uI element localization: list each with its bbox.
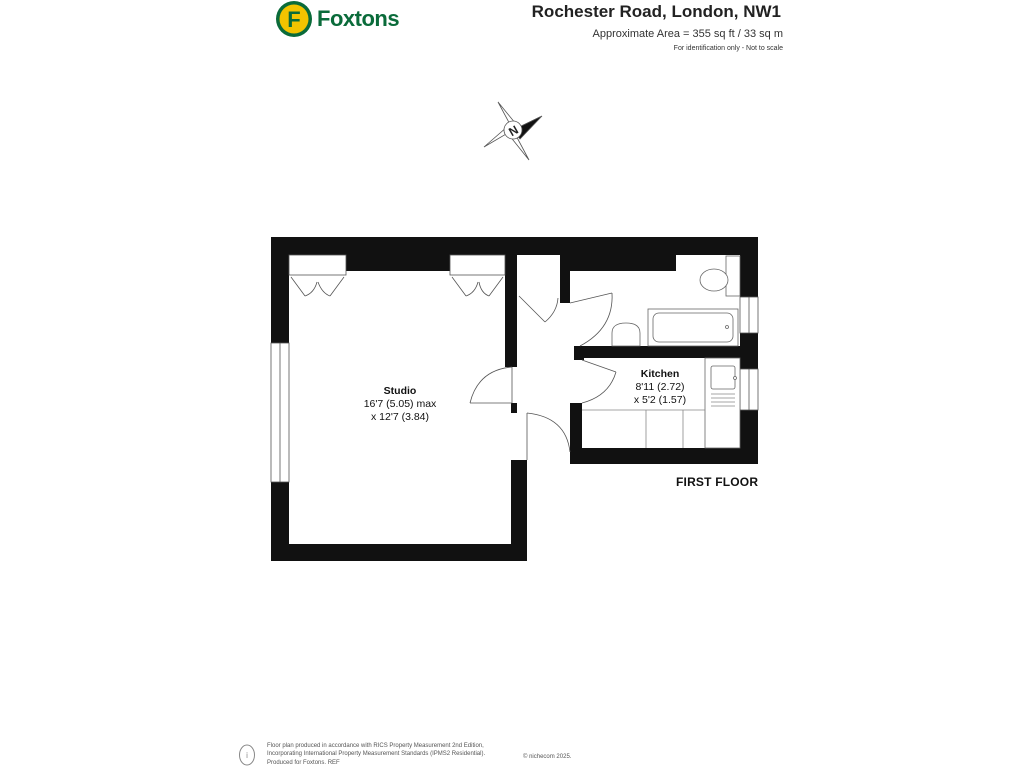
floor-label: FIRST FLOOR: [676, 475, 759, 489]
ipms-icon: i: [239, 744, 255, 766]
compass-icon: N: [483, 101, 543, 161]
foxtons-logo: F Foxtons: [275, 0, 405, 40]
room-dimension: x 5'2 (1.57): [633, 394, 687, 406]
kitchen-sink: [710, 365, 736, 390]
footer-line: Produced for Foxtons. REF: [267, 759, 340, 766]
approximate-area: Approximate Area = 355 sq ft / 33 sq m: [592, 28, 783, 40]
room-dimension: x 12'7 (3.84): [370, 411, 430, 423]
logo-mark-letter: F: [287, 7, 300, 32]
identification-note: For identification only - Not to scale: [673, 45, 783, 52]
washbasin: [611, 322, 641, 347]
toilet-cistern: [725, 255, 741, 297]
kitchen-fixtures: [582, 357, 741, 449]
room-label-kitchen: Kitchen 8'11 (2.72) x 5'2 (1.57): [620, 368, 700, 407]
drainer: [711, 393, 735, 407]
room-label-studio: Studio 16'7 (5.05) max x 12'7 (3.84): [340, 385, 460, 424]
toilet-bowl: [699, 268, 729, 292]
room-dimension: 16'7 (5.05) max: [363, 398, 437, 410]
room-name: Studio: [383, 385, 417, 397]
doors: [469, 292, 617, 460]
wardrobes: [288, 254, 506, 297]
property-title: Rochester Road, London, NW1: [531, 2, 781, 21]
footer-line: Incorporating International Property Mea…: [267, 751, 486, 758]
bathroom-fixtures: [611, 255, 741, 347]
footer-line: Floor plan produced in accordance with R…: [267, 743, 484, 749]
footer-copyright: © nichecom 2025.: [523, 754, 572, 760]
room-dimension: 8'11 (2.72): [635, 381, 685, 393]
room-name: Kitchen: [640, 368, 680, 380]
svg-text:i: i: [246, 751, 248, 760]
logo-text: Foxtons: [317, 6, 400, 31]
footer-disclaimer: Floor plan produced in accordance with R…: [267, 742, 517, 767]
walls: [271, 237, 758, 561]
foxtons-logo-mark: F: [276, 1, 312, 37]
windows: [270, 296, 759, 483]
